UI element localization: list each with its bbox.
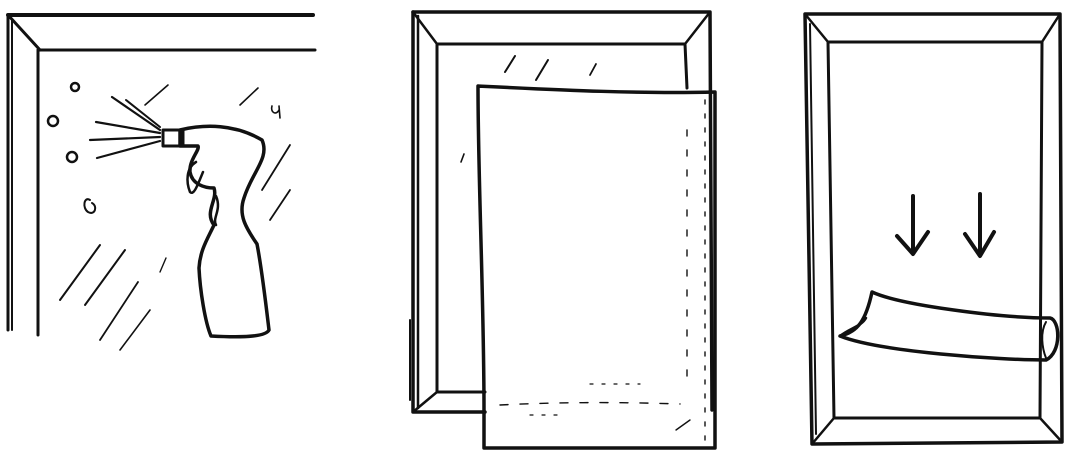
spray-bottle: [163, 126, 269, 336]
arrow-down-left: [897, 196, 928, 254]
window-frame: [805, 14, 1062, 444]
glass-glare: [461, 56, 596, 162]
panel-step-1: [8, 15, 315, 350]
window-frame: [410, 12, 712, 412]
glass-glare: [60, 85, 290, 350]
window-frame-corner: [8, 15, 315, 335]
paper-sheet: [478, 86, 715, 448]
panel-step-2: [410, 12, 715, 448]
peeling-film: [840, 292, 1058, 360]
panel-step-3: [805, 14, 1062, 444]
spray-mist: [90, 97, 160, 158]
arrow-down-right: [965, 194, 994, 256]
